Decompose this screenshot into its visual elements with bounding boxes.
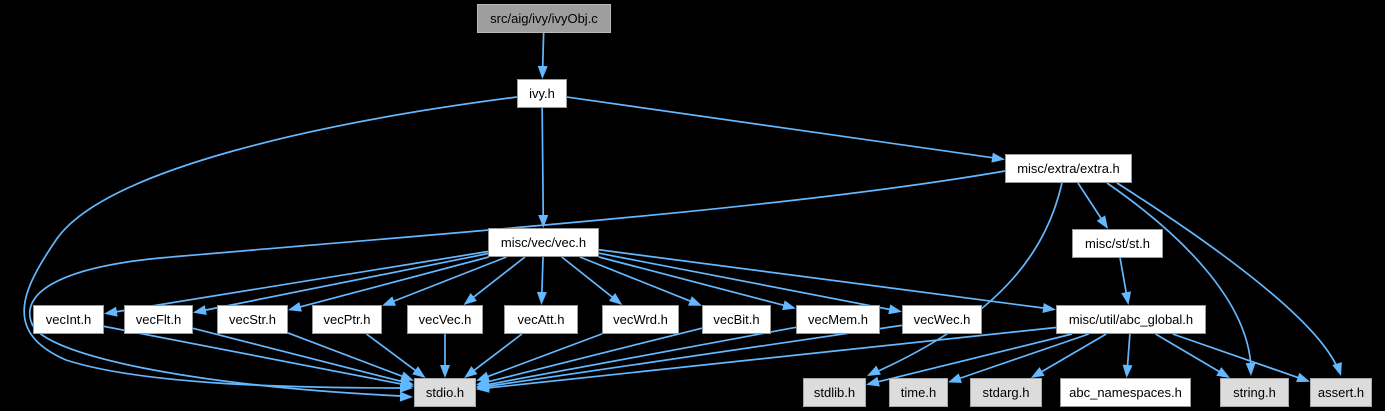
- edge-ivy-vec: [538, 107, 549, 228]
- edge-abcGlobal-stdio: [476, 326, 1057, 393]
- node-assert-h: assert.h: [1310, 378, 1372, 407]
- node-vecwec-h[interactable]: vecWec.h: [902, 305, 982, 334]
- node-string-h: string.h: [1220, 378, 1289, 407]
- edge-extra-stdlib: [867, 182, 1063, 376]
- node-misc-extra-extra-h[interactable]: misc/extra/extra.h: [1005, 154, 1132, 183]
- edge-vecWrd-stdio: [476, 333, 603, 382]
- node-vecatt-h[interactable]: vecAtt.h: [504, 305, 578, 334]
- edge-extra-stdio: [28, 170, 1006, 402]
- edge-vec-abcGlobal: [598, 248, 1056, 313]
- edge-abcGlobal-stdarg: [1030, 333, 1107, 378]
- edge-extra-assert: [1116, 182, 1342, 376]
- edge-vecMem-stdio: [476, 326, 797, 390]
- node-vecptr-h[interactable]: vecPtr.h: [312, 305, 382, 334]
- edge-ivy-stdio: [23, 96, 518, 393]
- node-stdarg-h: stdarg.h: [970, 378, 1042, 407]
- edge-abcGlobal-time: [948, 333, 1090, 383]
- node-vecstr-h[interactable]: vecStr.h: [217, 305, 288, 334]
- node-abc-namespaces-h[interactable]: abc_namespaces.h: [1060, 378, 1191, 407]
- node-src-aig-ivy-ivyobj-c: src/aig/ivy/ivyObj.c: [477, 4, 611, 33]
- edge-abcGlobal-abcNs: [1122, 333, 1133, 378]
- edge-vecPtr-stdio: [365, 333, 426, 378]
- node-ivy-h[interactable]: ivy.h: [517, 79, 567, 108]
- edge-vec-vecBit: [579, 256, 702, 306]
- node-vecwrd-h[interactable]: vecWrd.h: [602, 305, 679, 334]
- edge-vec-vecWrd: [561, 256, 623, 305]
- edge-vecStr-stdio: [287, 332, 414, 381]
- edge-root-ivy: [537, 32, 548, 79]
- edge-vecFlt-stdio: [192, 327, 414, 387]
- edge-abcGlobal-assert: [1172, 333, 1310, 383]
- edge-vecVec-stdio: [440, 334, 450, 378]
- node-vecint-h[interactable]: vecInt.h: [33, 305, 104, 334]
- node-stdlib-h: stdlib.h: [803, 378, 866, 407]
- edge-vecAtt-stdio: [464, 333, 523, 378]
- edge-extra-string: [1106, 182, 1256, 376]
- edge-extra-st: [1077, 182, 1109, 229]
- edge-ivy-extra: [566, 96, 1005, 163]
- edge-vec-vecStr: [288, 256, 489, 312]
- node-time-h: time.h: [889, 378, 948, 407]
- node-stdio-h: stdio.h: [414, 378, 476, 407]
- edge-vec-vecMem: [598, 256, 796, 311]
- edge-vecInt-stdio: [103, 325, 414, 389]
- node-vecvec-h[interactable]: vecVec.h: [407, 305, 483, 334]
- edge-vec-vecVec: [463, 256, 526, 305]
- node-misc-util-abc-global-h[interactable]: misc/util/abc_global.h: [1056, 305, 1206, 334]
- node-vecflt-h[interactable]: vecFlt.h: [124, 305, 193, 334]
- edge-abcGlobal-string: [1155, 333, 1230, 378]
- edge-vec-vecPtr: [382, 256, 507, 306]
- edge-st-abcGlobal: [1119, 257, 1132, 305]
- node-vecbit-h[interactable]: vecBit.h: [702, 305, 771, 334]
- edge-vecBit-stdio: [476, 327, 703, 387]
- node-misc-vec-vec-h[interactable]: misc/vec/vec.h: [488, 228, 599, 257]
- node-vecmem-h[interactable]: vecMem.h: [796, 305, 880, 334]
- edge-vec-vecAtt: [536, 256, 547, 305]
- node-misc-st-st-h[interactable]: misc/st/st.h: [1072, 229, 1163, 258]
